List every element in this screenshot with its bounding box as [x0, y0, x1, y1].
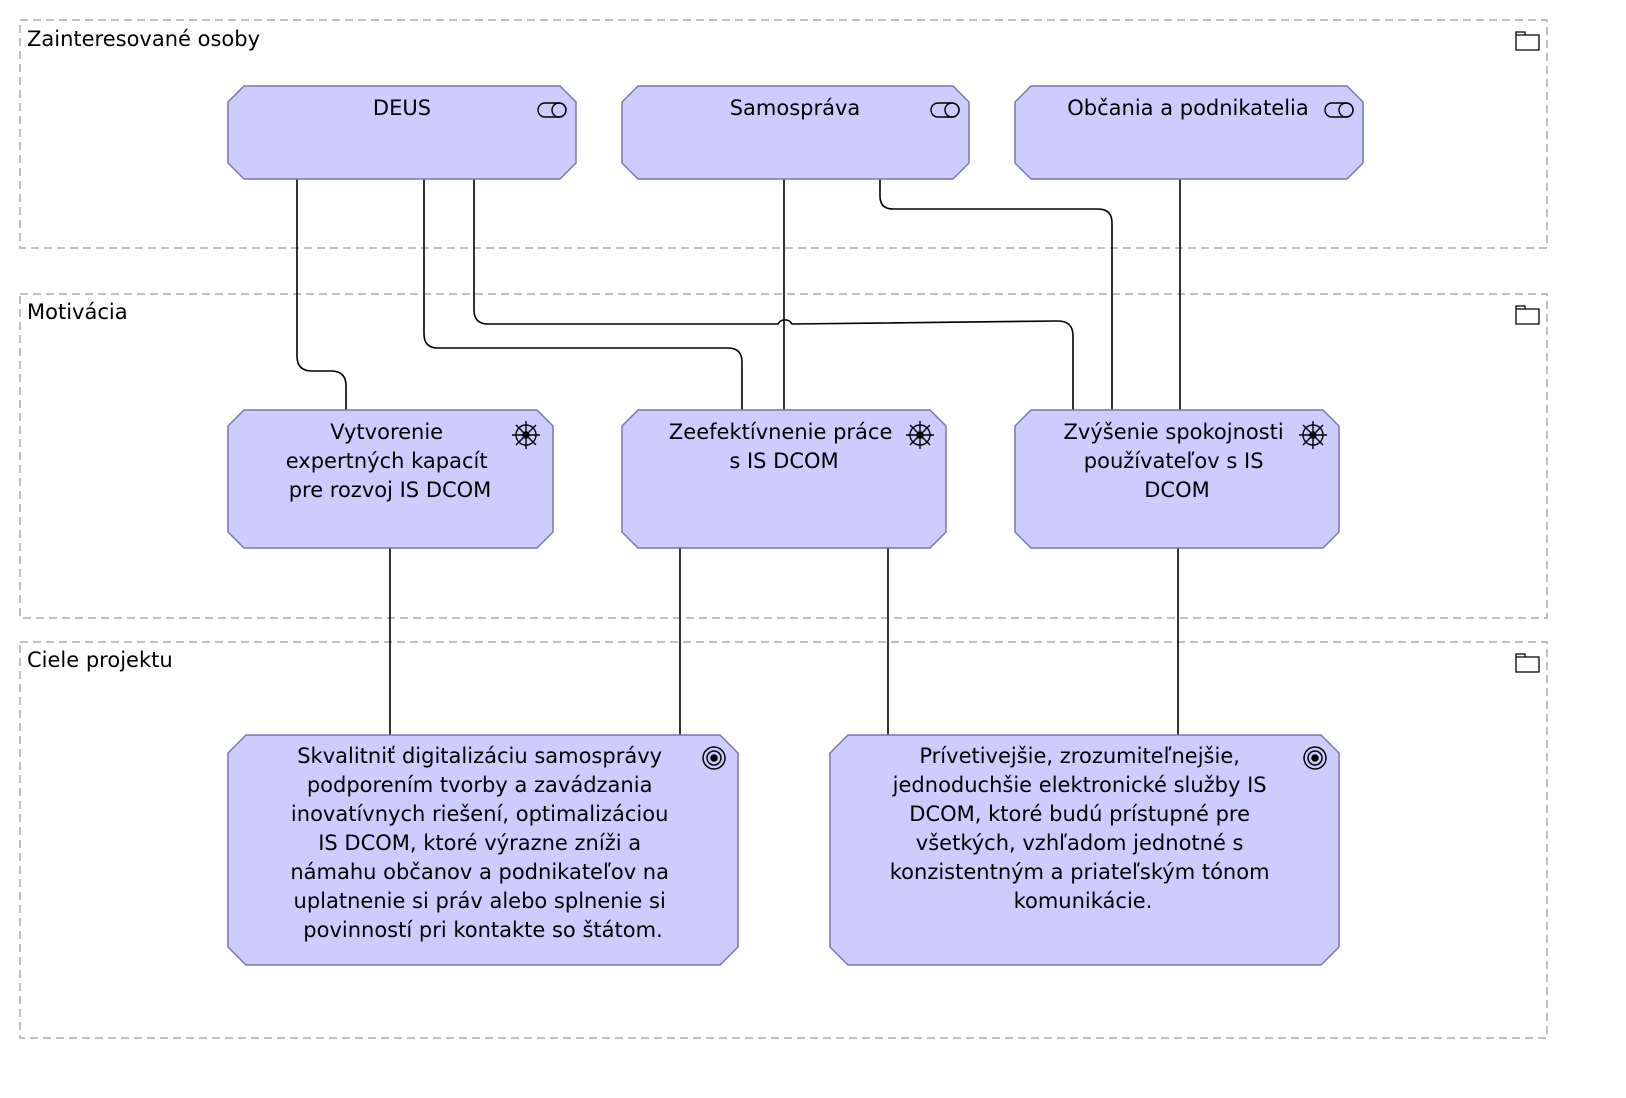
folder-icon: [1515, 653, 1540, 673]
node-label-line: inovatívnych riešení, optimalizáciou: [291, 802, 668, 826]
node-label-line: IS DCOM, ktoré výrazne zníži a: [318, 831, 641, 855]
node-label-line: jednoduchšie elektronické služby IS: [892, 773, 1267, 797]
node-label-line: námahu občanov a podnikateľov na: [290, 860, 669, 884]
node-label-line: komunikácie.: [1014, 889, 1153, 913]
driver-icon: [906, 421, 934, 449]
group-motivation[interactable]: Motivácia: [19, 293, 1548, 619]
driver-expertne[interactable]: Vytvorenie expertných kapacít pre rozvoj…: [227, 409, 554, 549]
stakeholder-deus[interactable]: DEUS: [227, 85, 577, 180]
svg-text:Zeefektívnenie práce s I: Zeefektívnenie práce s IS DCOM: [669, 420, 899, 473]
stakeholder-icon: [537, 102, 567, 118]
node-label-line: používateľov s IS: [1084, 449, 1264, 473]
node-label-line: všetkých, vzhľadom jednotné s: [916, 831, 1244, 855]
driver-icon: [512, 421, 540, 449]
svg-text:Občania a podnikatelia: Občania a podnikatelia: [1067, 96, 1309, 120]
folder-icon: [1515, 31, 1540, 51]
connector-deus-spokojnost[interactable]: [473, 179, 1074, 410]
node-label-line: DCOM, ktoré budú prístupné pre: [909, 802, 1250, 826]
node-label-line: Vytvorenie: [330, 420, 443, 444]
svg-text:Skvalitniť digitalizáciu samos: Skvalitniť digitalizáciu samosprávy podp…: [290, 744, 675, 942]
group-motivation-label: Motivácia: [27, 300, 128, 324]
stakeholder-icon: [930, 102, 960, 118]
node-label-line: konzistentným a priateľským tónom: [890, 860, 1270, 884]
stakeholder-samosprava[interactable]: Samospráva: [621, 85, 970, 180]
goal-skvalitnit[interactable]: Skvalitniť digitalizáciu samosprávy podp…: [227, 734, 739, 966]
svg-text:Zvýšenie spokojnosti pou: Zvýšenie spokojnosti používateľov s IS D…: [1064, 420, 1291, 502]
svg-text:Prívetivejšie, zrozumiteľnejši: Prívetivejšie, zrozumiteľnejšie, jednodu…: [890, 744, 1276, 913]
node-label: DEUS: [373, 96, 431, 120]
node-label-line: podporením tvorby a zavádzania: [307, 773, 653, 797]
connector-deus-zefektivnenie[interactable]: [423, 179, 743, 410]
node-label-line: s IS DCOM: [729, 449, 838, 473]
connector-samosprava-spokojnost[interactable]: [879, 179, 1113, 410]
node-label-line: Skvalitniť digitalizáciu samosprávy: [297, 744, 662, 768]
driver-zefektivnenie[interactable]: Zeefektívnenie práce s IS DCOM: [621, 409, 947, 549]
node-label-line: pre rozvoj IS DCOM: [289, 478, 492, 502]
node-label-line: expertných kapacít: [286, 449, 488, 473]
group-stakeholders[interactable]: Zainteresované osoby: [19, 19, 1548, 249]
svg-text:Samospráva: Samospráva: [730, 96, 861, 120]
svg-text:DEUS: DEUS: [373, 96, 431, 120]
goal-icon: [702, 746, 726, 770]
node-label-line: Zeefektívnenie práce: [669, 420, 892, 444]
connectors: [296, 179, 1181, 735]
goal-icon: [1303, 746, 1327, 770]
node-label-line: povinností pri kontakte so štátom.: [303, 918, 662, 942]
archimate-diagram: Zainteresované osoby Motivácia Ciele pro…: [19, 19, 1548, 1039]
group-stakeholders-label: Zainteresované osoby: [27, 27, 260, 51]
svg-text:Vytvorenie expertných ka: Vytvorenie expertných kapacít pre rozvoj…: [286, 420, 495, 502]
stakeholder-icon: [1324, 102, 1354, 118]
node-label-line: uplatnenie si práv alebo splnenie si: [294, 889, 666, 913]
group-goals-label: Ciele projektu: [27, 648, 173, 672]
node-label-line: DCOM: [1144, 478, 1209, 502]
connector-deus-expertne[interactable]: [296, 179, 347, 410]
stakeholder-obcania[interactable]: Občania a podnikatelia: [1014, 85, 1364, 180]
group-goals[interactable]: Ciele projektu: [19, 641, 1548, 1039]
driver-spokojnost[interactable]: Zvýšenie spokojnosti používateľov s IS D…: [1014, 409, 1340, 549]
node-label-line: Prívetivejšie, zrozumiteľnejšie,: [919, 744, 1240, 768]
driver-icon: [1299, 421, 1327, 449]
goal-privetivejsie[interactable]: Prívetivejšie, zrozumiteľnejšie, jednodu…: [829, 734, 1340, 966]
node-label: Samospráva: [730, 96, 861, 120]
node-label: Občania a podnikatelia: [1067, 96, 1309, 120]
node-label-line: Zvýšenie spokojnosti: [1064, 420, 1284, 444]
folder-icon: [1515, 305, 1540, 325]
